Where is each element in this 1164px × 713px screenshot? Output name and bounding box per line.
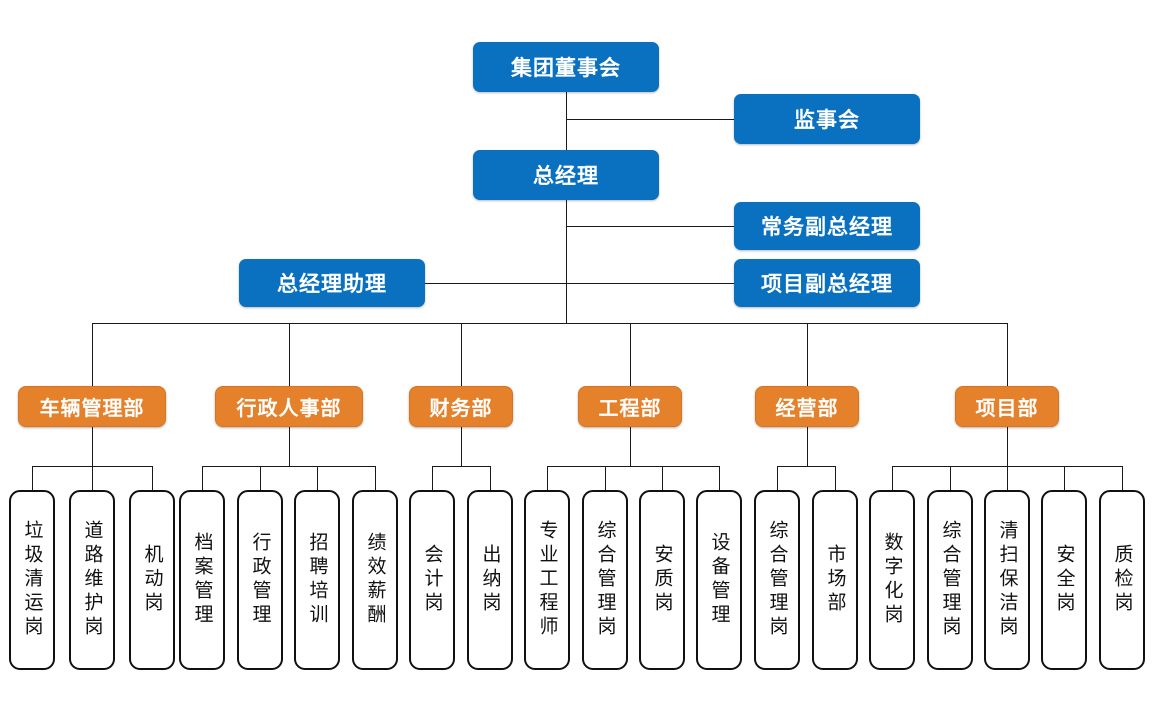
node-position-recruitment-training[interactable]: 招聘培训 (294, 490, 340, 670)
connector-drop-pos-5-2 (1007, 466, 1008, 490)
connector-drop-pos-1-1 (260, 466, 261, 490)
node-position-accounting[interactable]: 会计岗 (409, 490, 455, 670)
connector-drop-pos-1-3 (375, 466, 376, 490)
node-position-engineering-general-management[interactable]: 综合管理岗 (582, 490, 628, 670)
node-department-admin-hr[interactable]: 行政人事部 (215, 386, 363, 427)
connector-board-to-gm (566, 91, 567, 153)
connector-drop-dept-2 (461, 323, 462, 386)
position-label: 会计岗 (421, 544, 444, 616)
connector-drop-pos-5-0 (892, 466, 893, 490)
node-position-admin-management[interactable]: 行政管理 (237, 490, 283, 670)
connector-drop-pos-3-1 (605, 466, 606, 490)
position-label: 清扫保洁岗 (996, 520, 1019, 640)
connector-bus-dept-4 (777, 466, 835, 467)
position-label: 机动岗 (141, 544, 164, 616)
connector-department-bus (92, 323, 1007, 324)
position-label: 综合管理岗 (594, 520, 617, 640)
connector-bus-dept-3 (547, 466, 719, 467)
position-label: 综合管理岗 (939, 520, 962, 640)
connector-drop-pos-3-0 (547, 466, 548, 490)
node-position-project-general-management[interactable]: 综合管理岗 (927, 490, 973, 670)
connector-drop-pos-5-1 (950, 466, 951, 490)
position-label: 设备管理 (708, 532, 731, 628)
connector-drop-pos-5-3 (1064, 466, 1065, 490)
node-position-cleaning-sanitation[interactable]: 清扫保洁岗 (984, 490, 1030, 670)
connector-drop-pos-4-1 (835, 466, 836, 490)
connector-gm-to-assistant (425, 283, 566, 284)
position-label: 安质岗 (651, 544, 674, 616)
node-position-road-maintenance[interactable]: 道路维护岗 (69, 490, 115, 670)
position-label: 出纳岗 (479, 544, 502, 616)
node-supervisory-board[interactable]: 监事会 (734, 94, 920, 144)
connector-drop-pos-1-0 (202, 466, 203, 490)
position-label: 绩效薪酬 (364, 532, 387, 628)
node-position-cashier[interactable]: 出纳岗 (467, 490, 513, 670)
node-position-professional-engineer[interactable]: 专业工程师 (524, 490, 570, 670)
node-department-operations[interactable]: 经营部 (755, 386, 859, 427)
connector-drop-pos-4-0 (777, 466, 778, 490)
node-board-of-directors[interactable]: 集团董事会 (473, 42, 659, 92)
connector-drop-pos-2-0 (432, 466, 433, 490)
node-position-digitalization[interactable]: 数字化岗 (869, 490, 915, 670)
node-general-manager[interactable]: 总经理 (473, 150, 659, 200)
connector-drop-pos-0-2 (152, 466, 153, 490)
connector-bus-dept-2 (432, 466, 490, 467)
node-position-quality-inspection[interactable]: 质检岗 (1099, 490, 1145, 670)
connector-gm-to-project-vp (566, 283, 734, 284)
node-position-marketing[interactable]: 市场部 (812, 490, 858, 670)
node-department-engineering[interactable]: 工程部 (578, 386, 682, 427)
position-label: 综合管理岗 (766, 520, 789, 640)
node-executive-vice-president[interactable]: 常务副总经理 (734, 202, 920, 250)
connector-drop-pos-1-2 (317, 466, 318, 490)
connector-drop-dept-4 (807, 323, 808, 386)
node-department-vehicle-management[interactable]: 车辆管理部 (18, 386, 166, 427)
node-position-performance-compensation[interactable]: 绩效薪酬 (352, 490, 398, 670)
position-label: 行政管理 (249, 532, 272, 628)
connector-stem-dept-5 (1007, 426, 1008, 466)
connector-drop-pos-0-1 (92, 466, 93, 490)
position-label: 专业工程师 (536, 520, 559, 640)
node-project-vice-president[interactable]: 项目副总经理 (734, 259, 920, 307)
connector-drop-dept-1 (289, 323, 290, 386)
connector-drop-dept-5 (1007, 323, 1008, 386)
connector-stem-dept-4 (807, 426, 808, 466)
position-label: 档案管理 (191, 532, 214, 628)
connector-drop-pos-2-1 (490, 466, 491, 490)
node-department-project[interactable]: 项目部 (955, 386, 1059, 427)
position-label: 垃圾清运岗 (21, 520, 44, 640)
connector-stem-dept-1 (289, 426, 290, 466)
connector-drop-dept-0 (92, 323, 93, 386)
connector-stem-dept-2 (461, 426, 462, 466)
position-label: 道路维护岗 (81, 520, 104, 640)
connector-drop-pos-5-4 (1122, 466, 1123, 490)
node-gm-assistant[interactable]: 总经理助理 (239, 259, 425, 307)
connector-drop-pos-3-2 (662, 466, 663, 490)
node-position-waste-transport[interactable]: 垃圾清运岗 (9, 490, 55, 670)
connector-board-to-supervisory (566, 119, 734, 120)
connector-drop-pos-0-0 (32, 466, 33, 490)
position-label: 招聘培训 (306, 532, 329, 628)
node-position-safety[interactable]: 安全岗 (1041, 490, 1087, 670)
connector-drop-dept-3 (630, 323, 631, 386)
node-position-safety-quality[interactable]: 安质岗 (639, 490, 685, 670)
position-label: 质检岗 (1111, 544, 1134, 616)
node-department-finance[interactable]: 财务部 (409, 386, 513, 427)
node-position-mobile-duty[interactable]: 机动岗 (129, 490, 175, 670)
connector-gm-trunk (566, 199, 567, 324)
connector-bus-dept-1 (202, 466, 375, 467)
position-label: 市场部 (824, 544, 847, 616)
node-position-equipment-management[interactable]: 设备管理 (696, 490, 742, 670)
connector-stem-dept-3 (630, 426, 631, 466)
position-label: 数字化岗 (881, 532, 904, 628)
connector-drop-pos-3-3 (719, 466, 720, 490)
node-position-archive-management[interactable]: 档案管理 (179, 490, 225, 670)
position-label: 安全岗 (1053, 544, 1076, 616)
node-position-operations-general-management[interactable]: 综合管理岗 (754, 490, 800, 670)
connector-gm-to-exec-vp (566, 226, 734, 227)
connector-stem-dept-0 (92, 426, 93, 466)
